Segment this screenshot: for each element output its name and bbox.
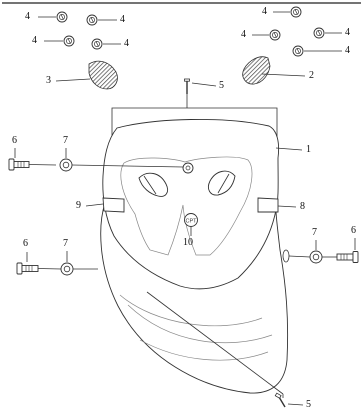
callout-3: 3 bbox=[46, 75, 51, 86]
callout-4: 4 bbox=[120, 14, 125, 25]
callout-1: 1 bbox=[306, 144, 311, 155]
bolt-icon bbox=[8, 158, 30, 171]
callout-6: 6 bbox=[351, 225, 356, 236]
callout-4: 4 bbox=[25, 11, 30, 22]
hex-nut-icon bbox=[86, 14, 98, 26]
screw-hole bbox=[182, 162, 194, 174]
hex-nut-icon bbox=[56, 11, 68, 23]
callout-7: 7 bbox=[63, 135, 68, 146]
leader-line bbox=[287, 403, 304, 406]
shell-contour bbox=[139, 339, 269, 361]
callout-6: 6 bbox=[12, 135, 17, 146]
callout-9: 9 bbox=[76, 200, 81, 211]
leader-line bbox=[288, 255, 311, 258]
washer-icon bbox=[59, 158, 73, 172]
screw-hole-center bbox=[185, 165, 191, 171]
leader-line bbox=[275, 147, 303, 151]
left-side-tab bbox=[102, 197, 125, 213]
shell-contour bbox=[127, 304, 273, 344]
hex-nut-icon bbox=[269, 29, 281, 41]
callout-6: 6 bbox=[23, 238, 28, 249]
leader-line bbox=[277, 205, 297, 208]
leader-line bbox=[85, 203, 104, 207]
leader-line bbox=[191, 82, 217, 87]
callout-4: 4 bbox=[241, 29, 246, 40]
screw-icon bbox=[274, 392, 286, 408]
opening-shading bbox=[143, 175, 157, 195]
leader-line bbox=[146, 291, 284, 395]
callout-7: 7 bbox=[312, 227, 317, 238]
callout-5: 5 bbox=[306, 399, 311, 410]
callout-4: 4 bbox=[345, 45, 350, 56]
leader-line bbox=[37, 268, 62, 270]
callout-4: 4 bbox=[262, 6, 267, 17]
callout-4: 4 bbox=[124, 38, 129, 49]
opening-shading bbox=[217, 173, 230, 194]
callout-7: 7 bbox=[63, 238, 68, 249]
right-reflector-icon bbox=[242, 56, 271, 85]
hex-nut-icon bbox=[313, 27, 325, 39]
hex-nut-icon bbox=[91, 38, 103, 50]
left-reflector-icon bbox=[88, 60, 118, 90]
callout-2: 2 bbox=[309, 70, 314, 81]
bolt-icon bbox=[336, 251, 359, 263]
hex-nut-icon bbox=[63, 35, 75, 47]
right-lamp-opening bbox=[207, 170, 236, 196]
leader-line bbox=[28, 164, 57, 166]
hex-nut-icon bbox=[292, 45, 304, 57]
washer-icon bbox=[60, 262, 74, 276]
leader-line bbox=[71, 164, 184, 168]
callout-4: 4 bbox=[32, 35, 37, 46]
assembly-bracket bbox=[111, 107, 278, 141]
callout-8: 8 bbox=[300, 201, 305, 212]
bolt-icon bbox=[16, 262, 39, 275]
cover-inner-recess bbox=[120, 156, 253, 256]
callout-4: 4 bbox=[345, 27, 350, 38]
leader-line bbox=[261, 73, 306, 77]
screw-icon bbox=[184, 78, 190, 94]
washer-icon bbox=[309, 250, 323, 264]
clip-marking: CPT bbox=[186, 219, 198, 225]
right-side-tab bbox=[257, 197, 279, 213]
mount-boss bbox=[282, 249, 290, 263]
shell-contour bbox=[119, 294, 263, 327]
hex-nut-icon bbox=[290, 6, 302, 18]
callout-10: 10 bbox=[183, 237, 193, 248]
callout-5: 5 bbox=[219, 80, 224, 91]
leader-line bbox=[55, 78, 91, 82]
center-clip-icon: CPT bbox=[184, 213, 198, 227]
